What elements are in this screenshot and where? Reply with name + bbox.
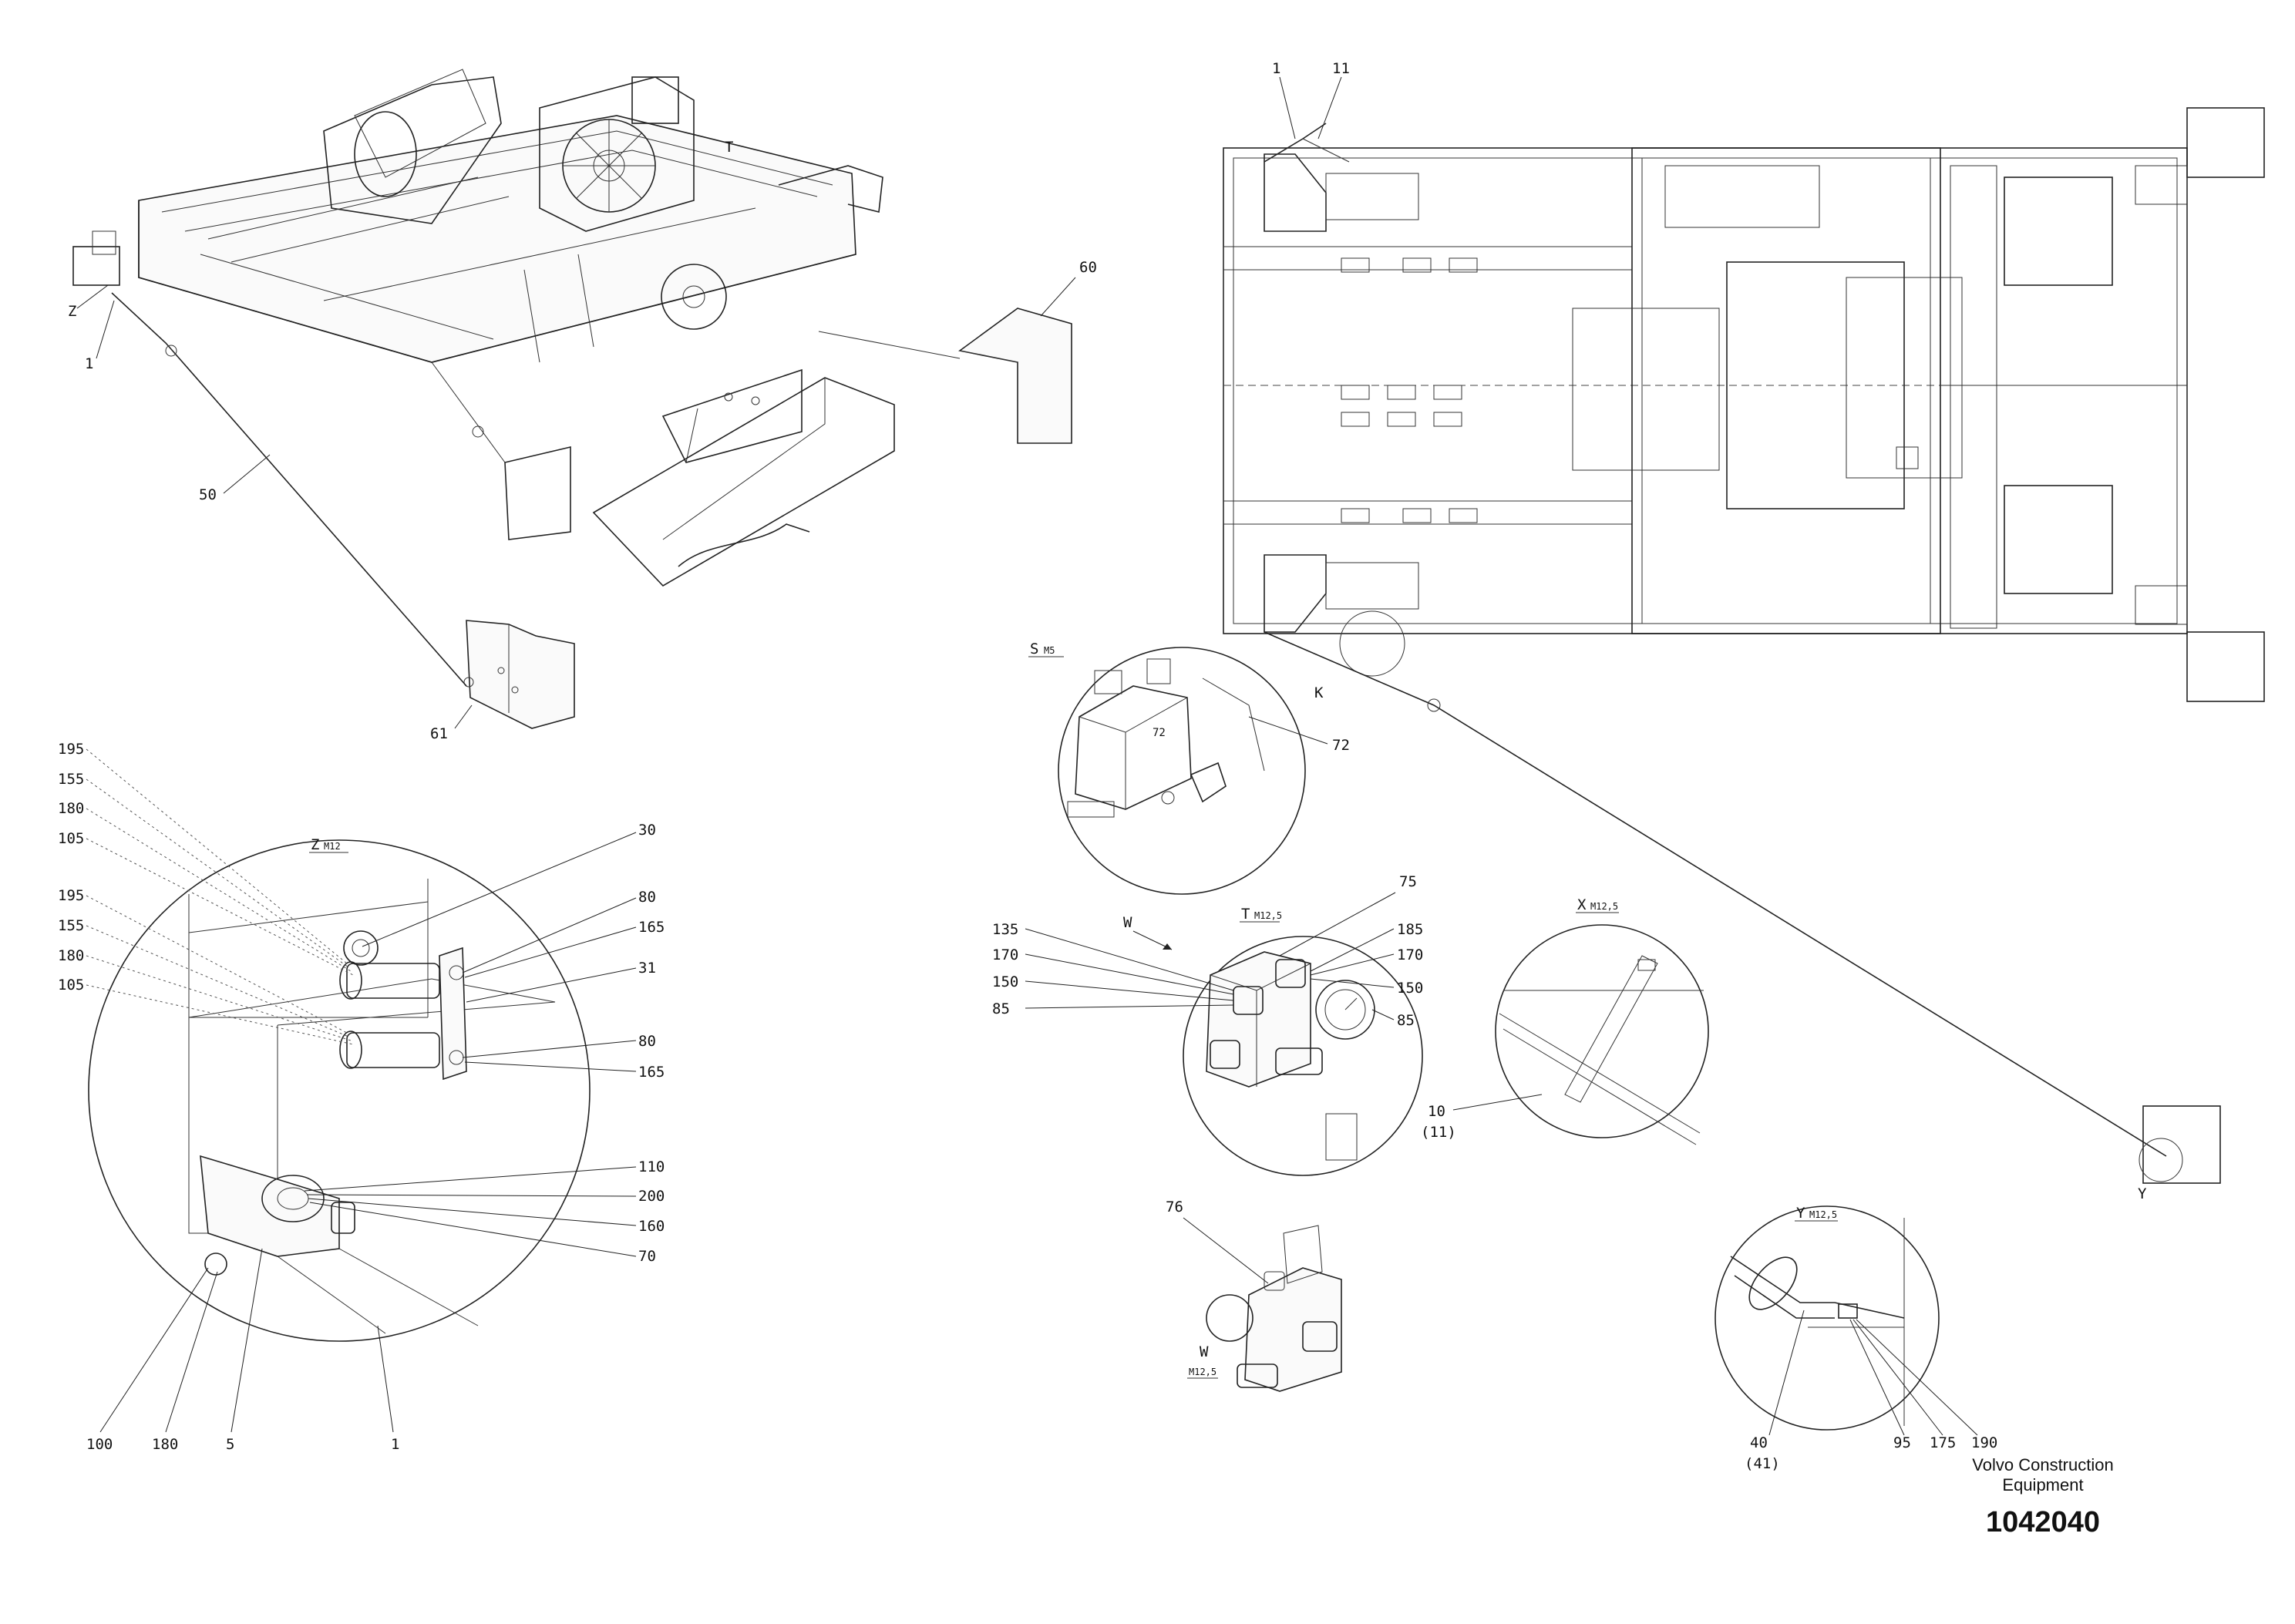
callout-z-1: 1 — [391, 1436, 399, 1453]
callout-t-150: 150 — [992, 973, 1018, 990]
view-s: 72 — [1058, 647, 1306, 895]
callout-z-155a: 155 — [58, 771, 84, 788]
leader-60-line — [818, 331, 961, 359]
callout-z-165b: 165 — [638, 1064, 665, 1081]
plan-view-drawing — [1223, 107, 2265, 702]
view-t — [1183, 936, 1423, 1176]
view-y-letter: Y — [1796, 1205, 1805, 1222]
bracket-y-drawing — [2142, 1105, 2221, 1184]
panel-60-drawing — [958, 308, 1072, 444]
quick-coupling-drawing — [339, 930, 440, 1069]
callout-plan-11: 11 — [1332, 60, 1350, 77]
callout-z-195a: 195 — [58, 741, 84, 758]
marker-t-iso: T — [725, 139, 733, 156]
callout-z-110: 110 — [638, 1158, 665, 1175]
callout-z-80b: 80 — [638, 1033, 656, 1050]
marker-z-iso: Z — [68, 303, 76, 320]
view-y-scale: M12,5 — [1809, 1209, 1837, 1220]
callout-iso-61: 61 — [430, 725, 448, 742]
view-x — [1495, 924, 1709, 1145]
callout-iso-50: 50 — [199, 486, 217, 503]
view-z-scale: M12 — [324, 841, 341, 852]
view-y — [1715, 1205, 1940, 1431]
callout-z-80a: 80 — [638, 889, 656, 906]
callout-z-165a: 165 — [638, 919, 665, 936]
callout-z-200: 200 — [638, 1188, 665, 1205]
view-z-letter: Z — [311, 836, 319, 853]
company-name-line1: Volvo Construction — [1972, 1455, 2114, 1474]
callout-t-135: 135 — [992, 921, 1018, 938]
iso-frame-drawing — [72, 69, 895, 587]
view-z — [88, 839, 591, 1342]
callout-t-75: 75 — [1399, 873, 1417, 890]
view-w-scale: M12,5 — [1189, 1367, 1216, 1377]
callout-y-40: 40 — [1750, 1434, 1768, 1451]
callout-t-170b: 170 — [1397, 946, 1423, 963]
cable-50-line — [111, 292, 467, 687]
view-t-scale: M12,5 — [1254, 910, 1282, 921]
view-s-letter: S — [1030, 641, 1038, 657]
callout-plan-72: 72 — [1332, 737, 1350, 754]
pressure-gauge-drawing — [1315, 980, 1375, 1040]
callout-z-31: 31 — [638, 960, 656, 977]
callout-z-30: 30 — [638, 822, 656, 839]
detail-circle-k — [1339, 610, 1405, 677]
marker-y-plan: Y — [2138, 1185, 2147, 1202]
callout-x-10: 10 — [1428, 1103, 1445, 1120]
view-w — [1206, 1225, 1342, 1392]
marker-k-plan: K — [1314, 684, 1324, 701]
callout-y-175: 175 — [1930, 1434, 1956, 1451]
view-w-letter: W — [1200, 1343, 1209, 1360]
drawing-number: 1042040 — [1986, 1506, 2100, 1538]
callout-iso-60: 60 — [1079, 259, 1097, 276]
callout-z-160: 160 — [638, 1218, 665, 1235]
svg-text:72: 72 — [1153, 727, 1166, 739]
callout-y-190: 190 — [1971, 1434, 1997, 1451]
company-name-line2: Equipment — [2002, 1475, 2084, 1495]
callout-t-185: 185 — [1397, 921, 1423, 938]
callout-plan-1: 1 — [1272, 60, 1280, 77]
callout-t-150b: 150 — [1397, 980, 1423, 997]
callout-z-180c: 180 — [152, 1436, 178, 1453]
view-x-letter: X — [1577, 896, 1587, 913]
view-s-scale: M5 — [1044, 645, 1055, 656]
marker-w-view-t: W — [1123, 914, 1132, 931]
callout-iso-1: 1 — [85, 355, 93, 372]
callout-t-170: 170 — [992, 946, 1018, 963]
title-block: Volvo Construction Equipment 1042040 — [1912, 1455, 2174, 1539]
view-t-letter: T — [1241, 906, 1250, 923]
callout-z-180b: 180 — [58, 947, 84, 964]
callout-z-195b: 195 — [58, 887, 84, 904]
callout-z-180a: 180 — [58, 800, 84, 817]
callout-z-105b: 105 — [58, 977, 84, 994]
callout-z-155b: 155 — [58, 917, 84, 934]
callout-z-100: 100 — [86, 1436, 113, 1453]
cable-long-line — [1264, 631, 2167, 1157]
callout-z-5: 5 — [226, 1436, 234, 1453]
callout-x-11: (11) — [1421, 1124, 1456, 1141]
callout-t-85: 85 — [992, 1000, 1010, 1017]
callout-z-105a: 105 — [58, 830, 84, 847]
callout-y-41: (41) — [1745, 1455, 1780, 1472]
view-x-scale: M12,5 — [1590, 901, 1618, 912]
callout-w-76: 76 — [1166, 1199, 1183, 1215]
callout-t-85b: 85 — [1397, 1012, 1415, 1029]
callout-z-70: 70 — [638, 1248, 656, 1265]
callout-y-95: 95 — [1893, 1434, 1911, 1451]
bracket-61-drawing — [463, 620, 575, 729]
